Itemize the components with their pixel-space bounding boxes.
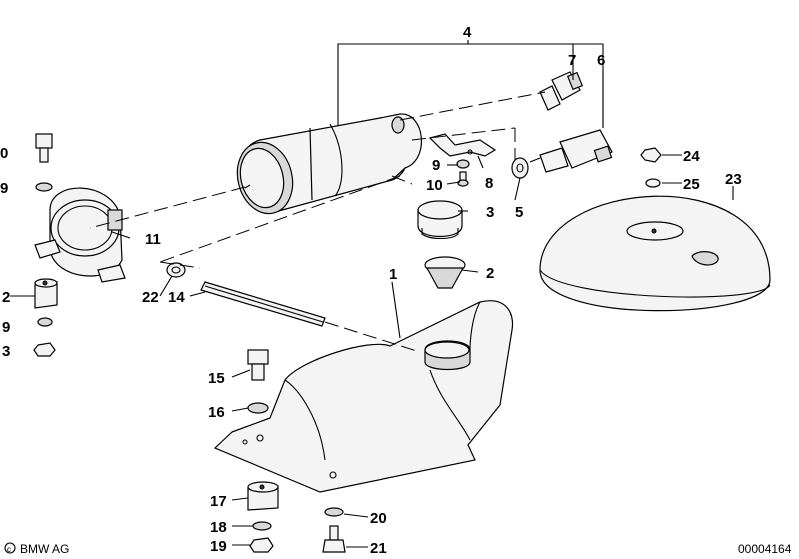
rubber-mount-17 (247, 481, 279, 511)
label-16: 16 (208, 404, 225, 421)
label-9-clip: 9 (432, 157, 440, 174)
pressure-sensor (539, 71, 584, 111)
cover-lid (539, 195, 771, 312)
label-19: 19 (210, 538, 227, 555)
nut-13 (33, 342, 56, 357)
switch-unit (529, 129, 613, 173)
label-12: 2 (2, 289, 10, 306)
label-9-mid: 9 (2, 319, 10, 336)
washer-16 (247, 402, 269, 414)
label-10-clip: 10 (426, 177, 443, 194)
washer-20 (324, 507, 344, 517)
label-14: 14 (168, 289, 185, 306)
label-21: 21 (370, 540, 387, 557)
strainer (424, 256, 466, 289)
nut-19 (249, 537, 274, 553)
label-25: 25 (683, 176, 700, 193)
washer-9-left (35, 182, 53, 192)
label-8: 8 (485, 175, 493, 192)
bolt-10-left (35, 133, 53, 163)
label-4: 4 (463, 24, 472, 41)
washer-5 (511, 157, 529, 179)
label-3: 3 (486, 204, 494, 221)
washer-18 (252, 521, 272, 531)
label-22: 22 (142, 289, 159, 306)
washer-9-mid (37, 317, 53, 327)
bolt-21 (322, 525, 346, 553)
nut-24 (640, 147, 662, 163)
label-20: 20 (370, 510, 387, 527)
assembly-dashed-lines (89, 91, 546, 353)
footer: c BMW AG 00004164 (4, 542, 792, 556)
label-5: 5 (515, 204, 523, 221)
label-1: 1 (389, 266, 397, 283)
nut-9-clip (456, 159, 470, 187)
label-23: 23 (725, 171, 742, 188)
hose-14 (200, 281, 326, 327)
label-11: 11 (145, 231, 161, 248)
grommet-22 (166, 262, 186, 278)
label-2: 2 (486, 265, 494, 282)
hose-clamp (34, 187, 126, 283)
label-13: 3 (2, 343, 10, 360)
washer-25 (645, 178, 661, 188)
label-10-left: 0 (0, 145, 8, 162)
reservoir-tank (213, 300, 514, 493)
label-6: 6 (597, 52, 605, 69)
label-18: 18 (210, 519, 227, 536)
label-17: 17 (210, 493, 227, 510)
filler-cap (417, 200, 463, 240)
copyright-icon-glyph: c (7, 545, 11, 554)
label-9-left: 9 (0, 180, 8, 197)
footer-part-number: 00004164 (738, 542, 792, 556)
label-24: 24 (683, 148, 700, 165)
leader-lines (10, 72, 734, 548)
copyright-icon (4, 542, 16, 554)
footer-brand: BMW AG (20, 542, 69, 556)
spacer-12 (34, 278, 58, 309)
part-labels: 4 7 6 0 9 11 2 9 3 22 14 9 10 8 5 3 2 1 … (0, 24, 742, 557)
label-15: 15 (208, 370, 225, 387)
label-7: 7 (568, 52, 576, 69)
filter-canister (236, 113, 422, 215)
clip-8 (428, 133, 497, 157)
bolt-15 (247, 349, 269, 381)
